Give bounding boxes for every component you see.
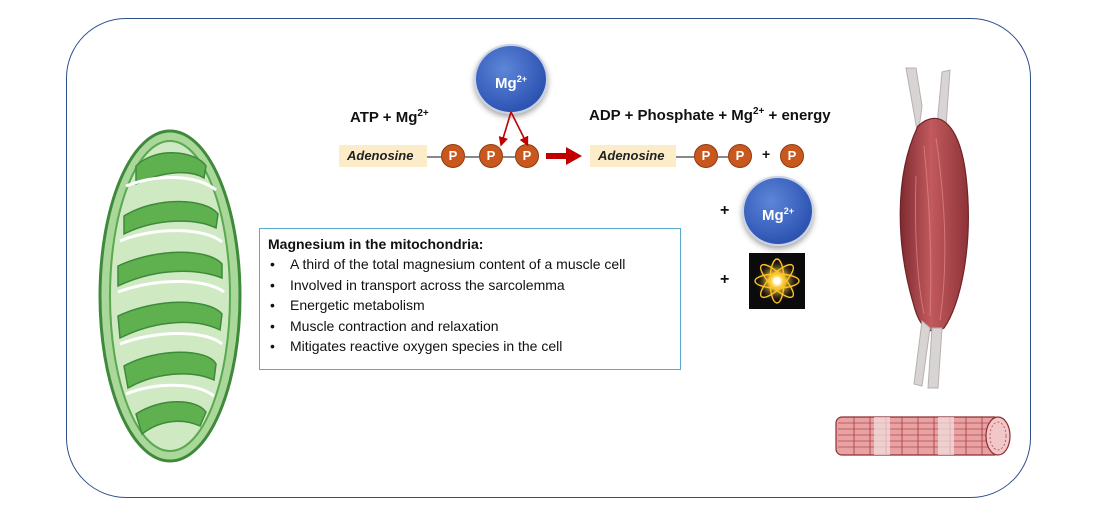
mg-binding-arrows — [498, 111, 529, 147]
diagram-frame — [66, 18, 1031, 498]
magnesium-ion-released: Mg2+ — [742, 176, 814, 246]
bond-line — [503, 156, 515, 158]
phosphate-group: P — [694, 144, 718, 168]
bond-line — [427, 156, 441, 158]
bond-line — [718, 156, 728, 158]
bond-line — [465, 156, 479, 158]
phosphate-group: P — [479, 144, 503, 168]
reaction-arrow-icon — [546, 147, 582, 165]
phosphate-group: P — [441, 144, 465, 168]
adenosine-left: Adenosine — [339, 145, 427, 167]
info-box-title: Magnesium in the mitochondria: — [268, 236, 484, 252]
info-box: Magnesium in the mitochondria: •A third … — [259, 228, 681, 370]
bond-line — [676, 156, 694, 158]
phosphate-group: P — [728, 144, 752, 168]
plus-sign: + — [720, 271, 730, 288]
products-label: ADP + Phosphate + Mg2+ + energy — [589, 106, 831, 124]
list-item: •Energetic metabolism — [270, 297, 425, 313]
energy-burst-icon — [749, 253, 805, 309]
magnesium-ion-top: Mg2+ — [474, 44, 548, 114]
list-item: •Muscle contraction and relaxation — [270, 317, 499, 334]
plus-sign: + — [720, 202, 730, 219]
list-item: •A third of the total magnesium content … — [270, 256, 626, 272]
phosphate-group: P — [515, 144, 539, 168]
list-item: •Involved in transport across the sarcol… — [270, 276, 565, 293]
info-list: •A third of the total magnesium content … — [268, 254, 672, 357]
muscle-illustration — [899, 67, 969, 389]
list-item: •Mitigates reactive oxygen species in th… — [270, 338, 563, 354]
adenosine-right: Adenosine — [590, 145, 676, 167]
plus-sign: + — [762, 146, 771, 162]
muscle-fiber-illustration — [835, 416, 1011, 456]
reactants-label: ATP + Mg2+ — [350, 108, 429, 126]
mitochondrion-illustration — [98, 129, 242, 463]
free-phosphate: P — [780, 144, 804, 168]
